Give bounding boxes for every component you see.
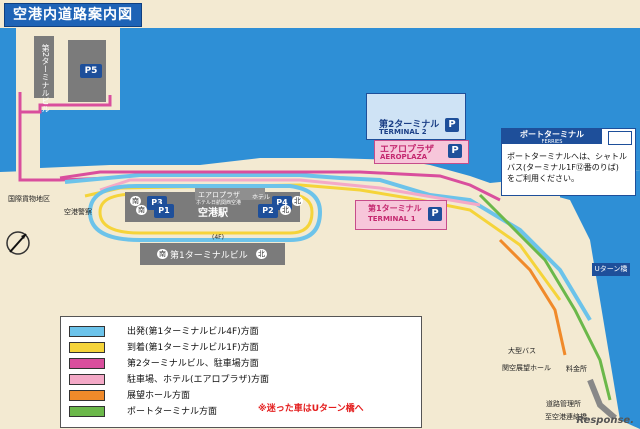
p5-label: P5 [80, 64, 102, 78]
legend-label: 駐車場、ホテル(エアロプラザ)方面 [127, 375, 270, 385]
terminal1-parking-icon: P [428, 207, 442, 221]
aeroplaza-en: AEROPLAZA [380, 153, 428, 161]
police-label: 空港警察 [64, 208, 92, 216]
legend-label: 到着(第1ターミナルビル1F)方面 [127, 343, 259, 353]
legend-swatch [69, 358, 105, 369]
compass-icon [6, 231, 30, 255]
aeroplaza-jp: エアロプラザ [380, 145, 435, 155]
ferry-icon [608, 131, 632, 145]
hotel-nikko-label: ホテル日航関西空港 [196, 200, 242, 206]
warning-text: ※迷った車はUターン橋へ [258, 404, 364, 414]
legend-swatch [69, 326, 105, 337]
north-label-bottom: 北 [256, 249, 267, 259]
to-bridge-label: 至空港連絡橋 [545, 413, 587, 421]
bridge [587, 378, 617, 421]
hotel-label: ホテル [252, 194, 271, 201]
port-terminal-box: ポートターミナル FERRIES ポートターミナルへは、シャトル バス(ターミナ… [501, 128, 636, 196]
legend-swatch [69, 406, 105, 417]
terminal1-building-label: 第1ターミナルビル [170, 251, 248, 261]
legend-label: 出発(第1ターミナルビル4F)方面 [127, 327, 259, 337]
map-title: 空港内道路案内図 [4, 3, 142, 27]
legend-swatch [69, 374, 105, 385]
road-office-label: 道路管理所 [546, 400, 581, 408]
aeroplaza-parking-icon: P [448, 144, 462, 158]
uturn-bridge-label: Uターン橋 [592, 263, 630, 276]
terminal2-building [34, 36, 54, 98]
route-lightpink [99, 178, 481, 207]
terminal2-building-label: 第2ターミナルビル [41, 44, 50, 114]
aeroplaza-box: エアロプラザ AEROPLAZA P [374, 140, 469, 164]
terminal-loop-inner [98, 192, 314, 235]
terminal2-box: 第2ターミナル TERMINAL 2 P [366, 93, 466, 140]
route-blue [64, 173, 592, 322]
route-green [478, 193, 612, 401]
port-info-line1: ポートターミナルへは、シャトル [507, 152, 627, 161]
terminal1-block [140, 243, 285, 265]
south-label-mid: 南 [136, 205, 147, 215]
terminal-loop [87, 183, 323, 242]
observation-hall-label: 関空展望ホール [502, 364, 551, 372]
terminal1-en: TERMINAL 1 [368, 215, 416, 223]
credit-watermark: Response. [576, 415, 634, 426]
terminal1-box: 第1ターミナル TERMINAL 1 P [355, 200, 447, 230]
terminal2-parking-icon: P [445, 118, 459, 132]
legend: 出発(第1ターミナルビル4F)方面 到着(第1ターミナルビル1F)方面 第2ター… [60, 316, 422, 428]
station-label: 空港駅 [198, 208, 228, 219]
port-info-line3: をご利用ください。 [507, 174, 579, 183]
port-terminal-heading: ポートターミナル [502, 129, 602, 144]
aeroplaza-building-label: エアロプラザ [198, 191, 240, 199]
north-label-mid: 北 [280, 205, 291, 215]
north-label-top: 北 [292, 196, 303, 206]
route-pink [59, 170, 501, 202]
floor-label: (4F) [212, 234, 224, 241]
terminal1-jp: 第1ターミナル [368, 204, 422, 213]
legend-swatch [69, 342, 105, 353]
route-orange [498, 238, 567, 356]
port-info-line2: バス(ターミナル1F⑫番のりば) [507, 163, 619, 172]
p2-label: P2 [258, 204, 278, 218]
terminal2-jp: 第2ターミナル [379, 120, 440, 130]
sea-area [0, 28, 640, 183]
south-label-bottom: 南 [157, 249, 168, 259]
cargo-area-label: 国際貨物地区 [8, 195, 50, 203]
legend-swatch [69, 390, 105, 401]
bus-label: 大型バス [508, 347, 536, 355]
port-terminal-en: FERRIES [541, 139, 563, 145]
terminal2-en: TERMINAL 2 [379, 128, 427, 136]
legend-label: 第2ターミナルビル、駐車場方面 [127, 359, 259, 369]
aeroplaza-building [195, 188, 265, 200]
south-label-top: 南 [130, 196, 141, 206]
p1-label: P1 [154, 204, 174, 218]
toll-label: 料金所 [566, 365, 587, 373]
legend-label: ポートターミナル方面 [127, 407, 218, 417]
legend-label: 展望ホール方面 [127, 391, 191, 401]
